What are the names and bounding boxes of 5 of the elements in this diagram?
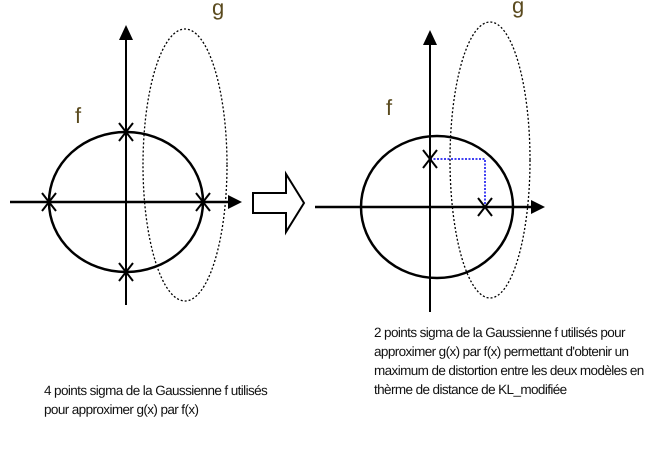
curve-label: f xyxy=(386,98,392,117)
caption-text: 2 points sigma de la Gaussienne f utilisés pour approximer g(x) par f(x) permettant d'obtenir un maximum de distortion entre les deux modèles en thèrme de distance de KL_modifiée xyxy=(374,324,645,399)
block-arrow xyxy=(252,170,306,236)
curve-label: f xyxy=(75,106,82,125)
caption-text: 4 points sigma de la Gaussienne f utilisés pour approximer g(x) par f(x) xyxy=(44,382,268,419)
